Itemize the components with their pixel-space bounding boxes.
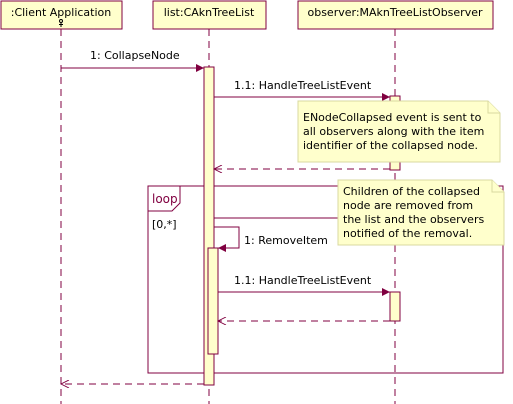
loop-frame — [147, 185, 504, 374]
message-label-handle-tree-list-event-1: 1.1: HandleTreeListEvent — [234, 79, 372, 92]
note-2-line-3: the list and the observers — [343, 213, 484, 226]
activation-bar-list-inner — [207, 247, 219, 355]
message-remove-item: 1: RemoveItem — [214, 226, 328, 252]
note-1-line-2: all observers along with the item — [303, 125, 484, 138]
lifeline-client-application: :Client Application — [0, 0, 123, 404]
message-label-remove-item: 1: RemoveItem — [244, 234, 328, 247]
lifeline-label-observer: observer:MAknTreeListObserver — [307, 6, 482, 19]
activation-bar-list-outer — [203, 66, 215, 386]
note-body-1 — [297, 100, 501, 163]
message-handle-tree-list-event-1: 1.1: HandleTreeListEvent — [214, 79, 390, 101]
loop-fragment: loop [0,*] — [147, 185, 504, 374]
message-label-handle-tree-list-event-2: 1.1: HandleTreeListEvent — [234, 274, 372, 287]
loop-operator: loop — [152, 192, 178, 206]
message-collapse-node: 1: CollapseNode — [61, 49, 204, 72]
lifeline-head-observer — [297, 0, 494, 30]
message-handle-tree-list-event-2: 1.1: HandleTreeListEvent — [218, 274, 390, 296]
lifeline-label-client-application: :Client Application — [11, 6, 112, 19]
note-children-removed: Children of the collapsed node are remov… — [214, 179, 505, 246]
note-2-line-1: Children of the collapsed — [343, 185, 480, 198]
loop-guard: [0,*] — [152, 218, 177, 231]
activation-bar-observer-2 — [389, 291, 401, 322]
note-enodecollapsed: ENodeCollapsed event is sent to all obse… — [297, 100, 501, 163]
loop-tag — [147, 185, 181, 212]
lifeline-label-ckntreelist: list:CAknTreeList — [164, 6, 255, 19]
lifeline-head-ckntreelist — [152, 0, 267, 30]
note-fold-2 — [491, 180, 504, 193]
actor-icon — [59, 19, 63, 27]
message-label-collapse-node: 1: CollapseNode — [90, 49, 180, 62]
note-fold-1 — [487, 101, 500, 114]
note-2-line-4: notified of the removal. — [343, 227, 472, 240]
note-1-line-1: ENodeCollapsed event is sent to — [303, 111, 482, 124]
note-2-line-2: node are removed from — [343, 199, 473, 212]
note-body-2 — [337, 179, 505, 246]
note-1-line-3: identifier of the collapsed node. — [303, 139, 478, 152]
lifeline-observer: observer:MAknTreeListObserver — [297, 0, 494, 404]
